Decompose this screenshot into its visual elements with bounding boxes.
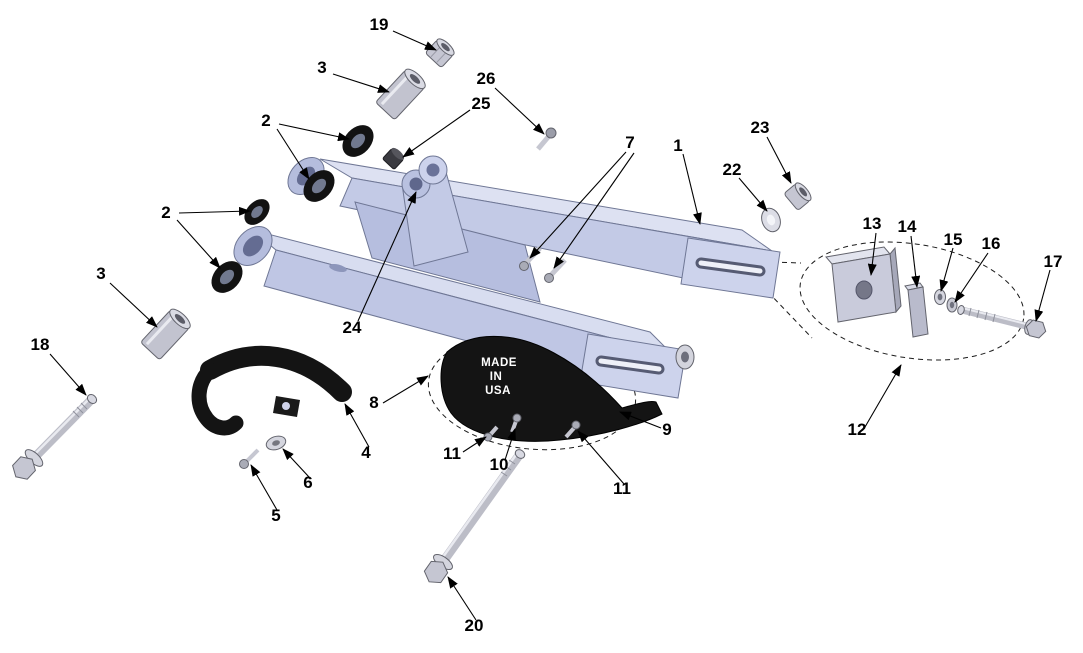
fastener-11b xyxy=(564,420,581,439)
callout-5: 5 xyxy=(271,506,280,525)
leader-lines xyxy=(49,30,1051,621)
guard-text-usa: USA xyxy=(485,385,511,397)
callout-19: 19 xyxy=(370,15,389,34)
callout-7: 7 xyxy=(625,133,634,152)
bolt-7b xyxy=(544,258,567,283)
callout-14: 14 xyxy=(898,217,917,236)
callout-10: 10 xyxy=(490,455,509,474)
callout-20: 20 xyxy=(465,616,484,635)
bushing-left xyxy=(141,308,191,360)
callout-1: 1 xyxy=(673,136,682,155)
callout-8: 8 xyxy=(369,393,378,412)
washer-15 xyxy=(934,289,946,305)
bolt-20 xyxy=(423,449,526,584)
callout-2-left: 2 xyxy=(161,203,170,222)
washer-16 xyxy=(946,297,958,313)
callout-labels: 19 3 2 26 25 7 1 23 22 13 14 15 16 17 2 … xyxy=(31,15,1063,635)
callout-18: 18 xyxy=(31,335,50,354)
callout-23: 23 xyxy=(751,118,770,137)
callout-11a: 11 xyxy=(443,444,461,463)
callout-17: 17 xyxy=(1044,252,1063,271)
guard-text-in: IN xyxy=(490,371,503,383)
washer-22 xyxy=(761,207,781,233)
bushing-top xyxy=(376,68,426,120)
swingarm-near-arm xyxy=(251,229,695,399)
bolt-26 xyxy=(536,127,557,151)
callout-26: 26 xyxy=(477,69,496,88)
bolt-18 xyxy=(12,394,98,480)
callout-16: 16 xyxy=(982,234,1001,253)
washer-6 xyxy=(265,435,287,451)
chain-guard: MADE IN USA xyxy=(440,335,663,442)
pivot-tube-lower xyxy=(233,226,273,266)
callout-11b: 11 xyxy=(613,479,631,498)
callout-12: 12 xyxy=(848,420,867,439)
axle-adjuster-plate-13 xyxy=(825,246,902,323)
callout-6: 6 xyxy=(303,473,312,492)
callout-25: 25 xyxy=(472,94,491,113)
bolt-17 xyxy=(957,305,1047,339)
callout-13: 13 xyxy=(863,214,882,233)
adjuster-plate-14 xyxy=(904,282,929,338)
guard-text-made: MADE xyxy=(481,357,517,369)
callout-15: 15 xyxy=(944,230,963,249)
nut-23 xyxy=(784,182,812,210)
callout-2-top: 2 xyxy=(261,111,270,130)
callout-3-top: 3 xyxy=(317,58,326,77)
nut-19 xyxy=(425,38,455,68)
spacer-25 xyxy=(382,147,405,170)
callout-9: 9 xyxy=(662,420,671,439)
bolt-5 xyxy=(239,448,260,469)
shock-mount-clevis xyxy=(401,155,469,267)
chain-guide-4 xyxy=(191,345,352,436)
pivot-seals xyxy=(211,125,374,293)
callout-3-left: 3 xyxy=(96,264,105,283)
callout-24: 24 xyxy=(343,318,362,337)
callout-4: 4 xyxy=(361,443,371,462)
callout-22: 22 xyxy=(723,160,742,179)
